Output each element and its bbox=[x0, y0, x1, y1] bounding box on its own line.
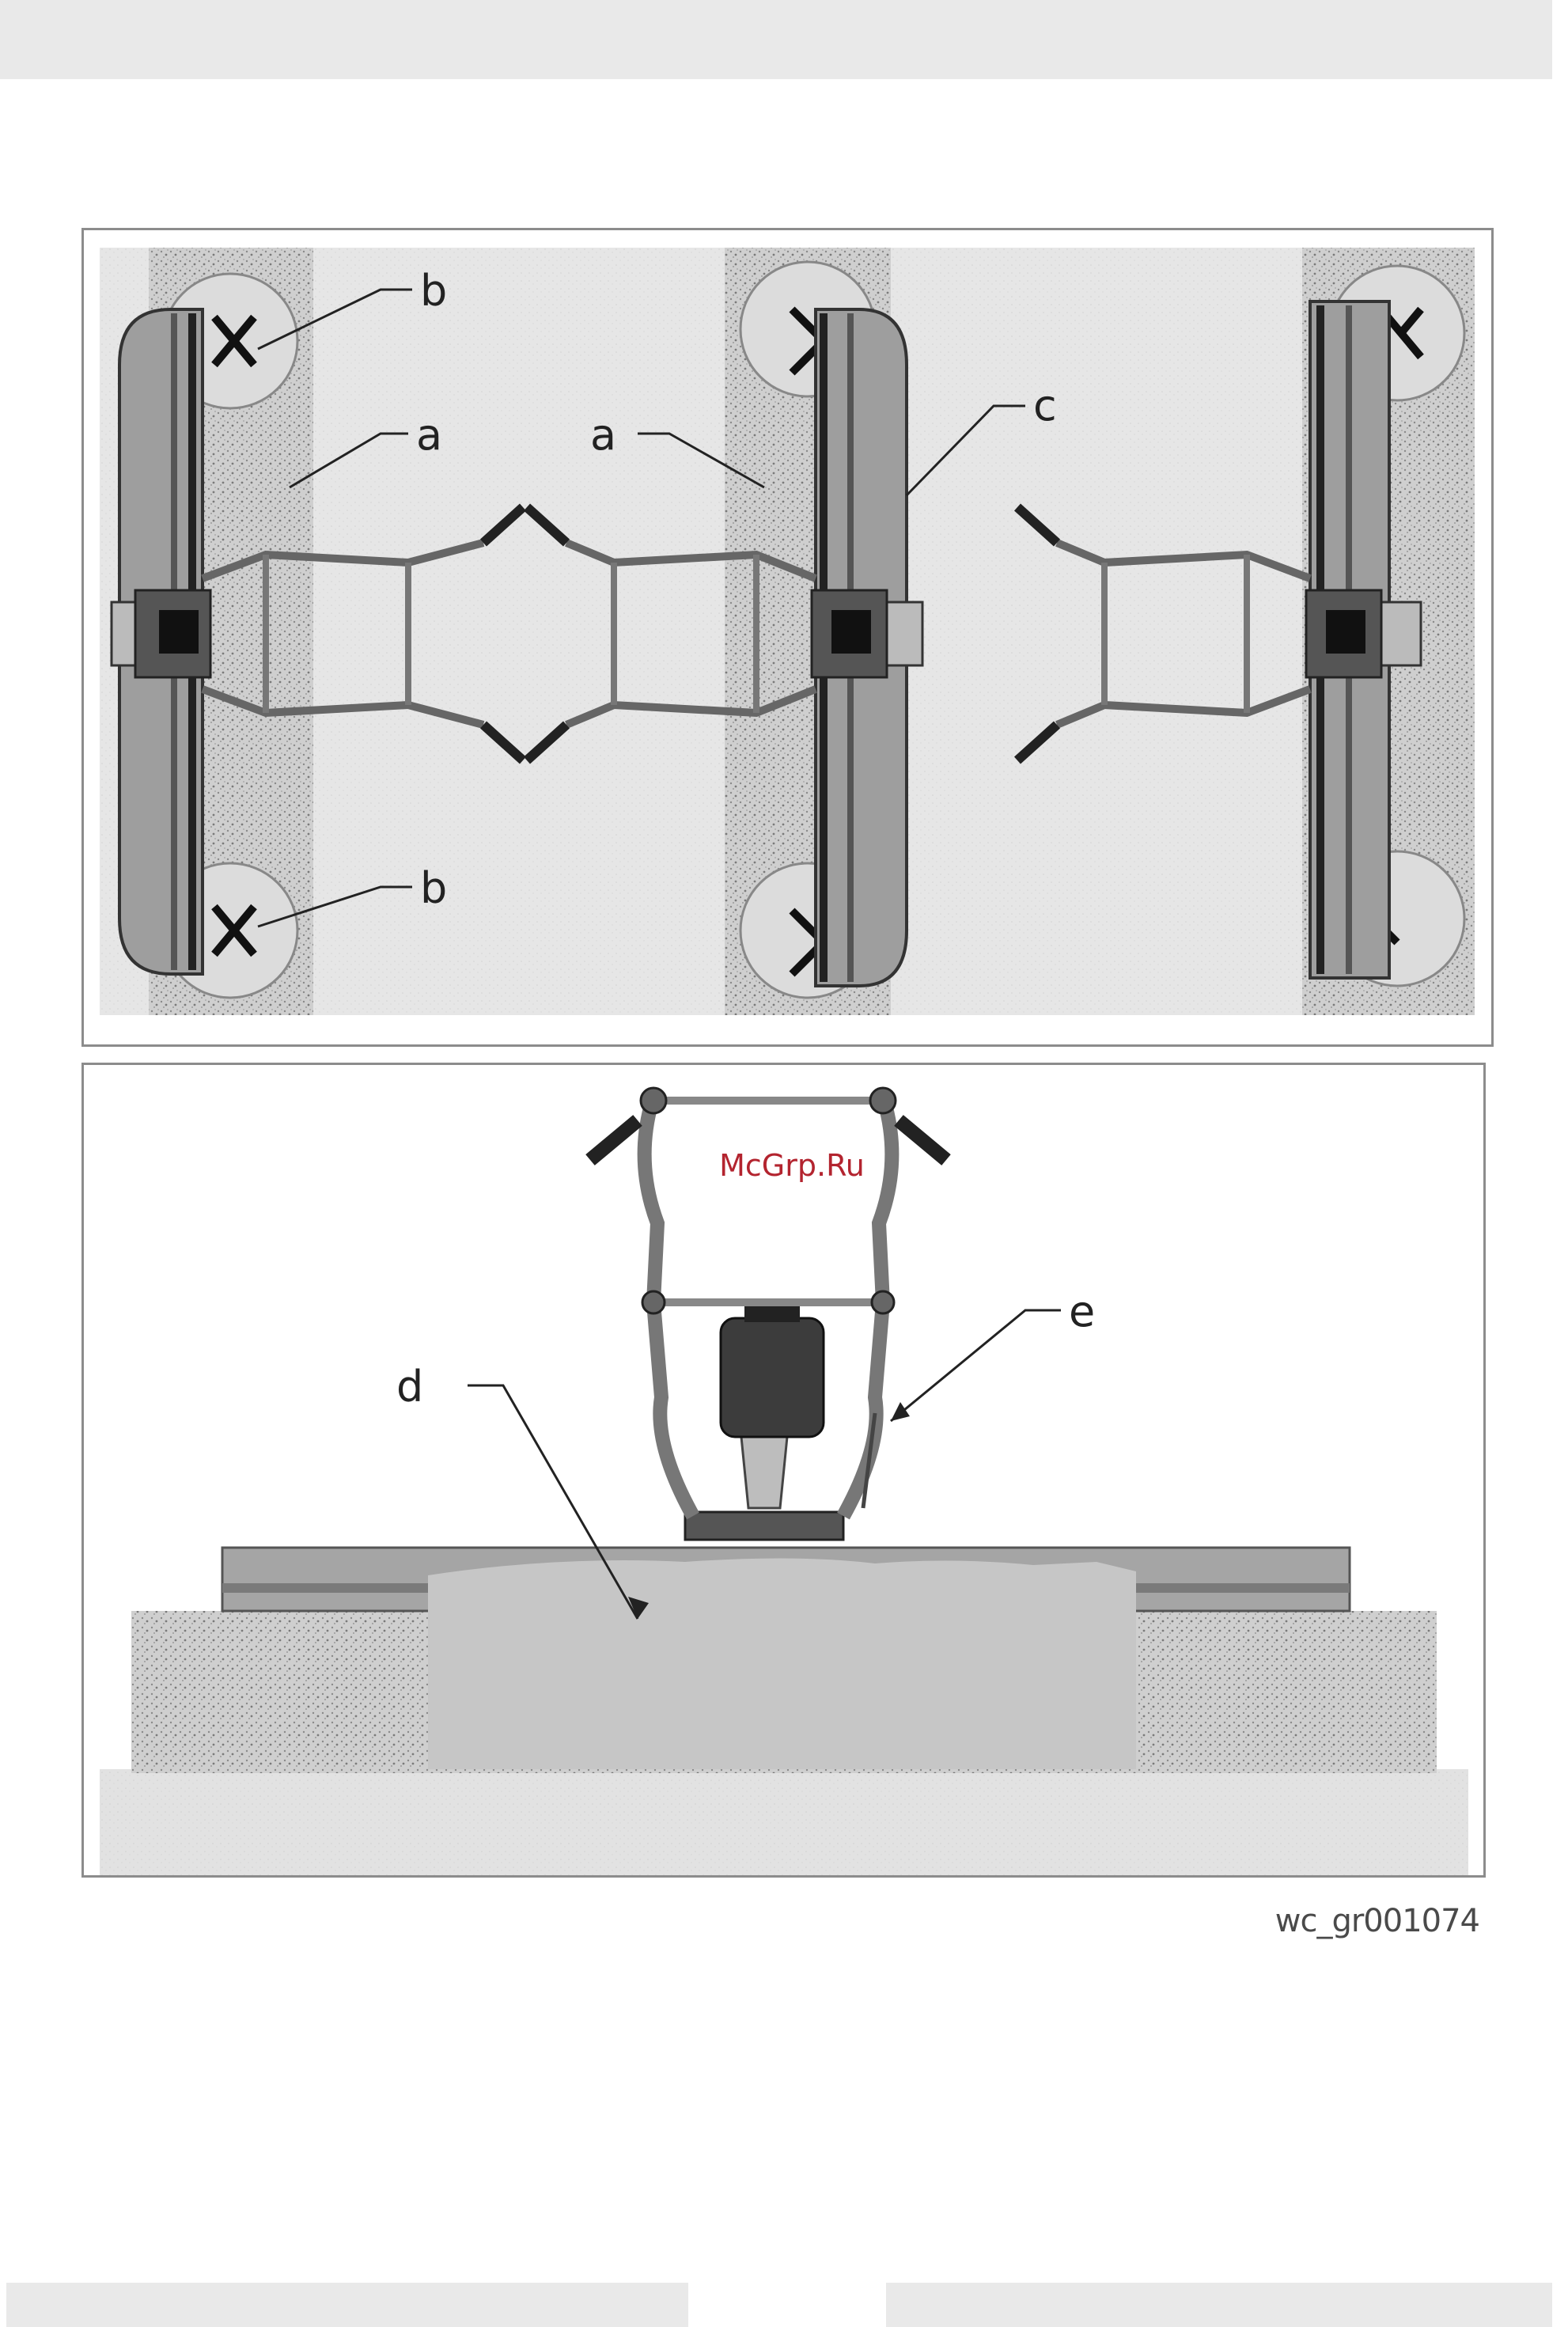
callout-c: c bbox=[1033, 381, 1057, 430]
page-footer-band-left bbox=[6, 2283, 688, 2327]
page-footer-band-right bbox=[886, 2283, 1552, 2327]
callout-b-top: b bbox=[420, 266, 447, 316]
page-header-band bbox=[0, 0, 1552, 79]
concrete-pour bbox=[428, 1558, 1136, 1769]
figure-top-drawing: b b a a c bbox=[84, 230, 1491, 1044]
figure-bottom-panel: d e McGrp.Ru bbox=[81, 1063, 1486, 1878]
watermark-text: McGrp.Ru bbox=[719, 1148, 865, 1183]
callout-e: e bbox=[1069, 1287, 1095, 1336]
callout-b-bottom: b bbox=[420, 863, 447, 913]
callout-a-left: a bbox=[416, 410, 442, 460]
figure-top-panel: b b a a c bbox=[81, 228, 1494, 1047]
callout-a-middle: a bbox=[590, 410, 616, 460]
callout-d: d bbox=[396, 1362, 423, 1412]
figure-bottom-drawing: d e McGrp.Ru bbox=[84, 1065, 1483, 1875]
subgrade-layer bbox=[100, 1769, 1468, 1875]
figure-code: wc_gr001074 bbox=[1234, 1903, 1479, 1939]
